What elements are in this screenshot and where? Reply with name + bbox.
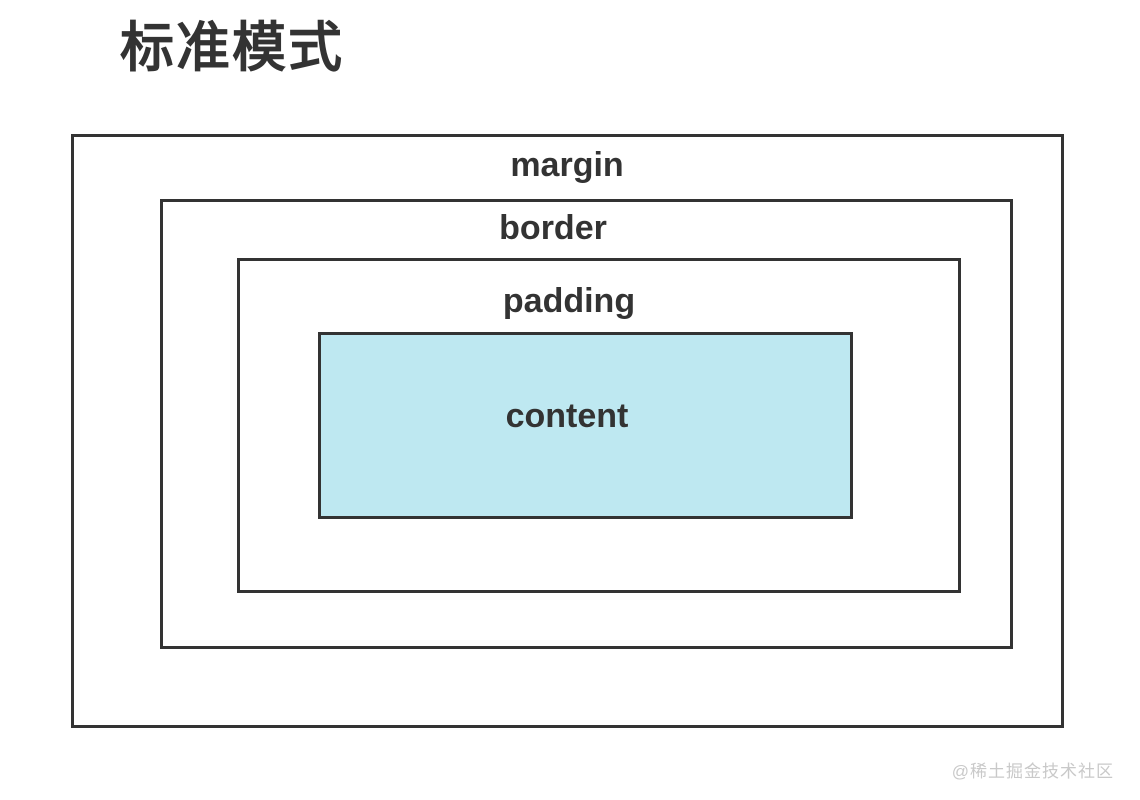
border-label: border bbox=[499, 209, 607, 247]
padding-box bbox=[237, 258, 961, 593]
content-label: content bbox=[505, 397, 629, 435]
content-box bbox=[318, 332, 853, 519]
padding-label: padding bbox=[502, 282, 636, 320]
margin-box bbox=[71, 134, 1064, 728]
watermark: @稀土掘金技术社区 bbox=[951, 762, 1114, 781]
margin-label: margin bbox=[510, 146, 624, 184]
page-title: 标准模式 bbox=[120, 18, 344, 78]
border-box bbox=[160, 199, 1013, 649]
